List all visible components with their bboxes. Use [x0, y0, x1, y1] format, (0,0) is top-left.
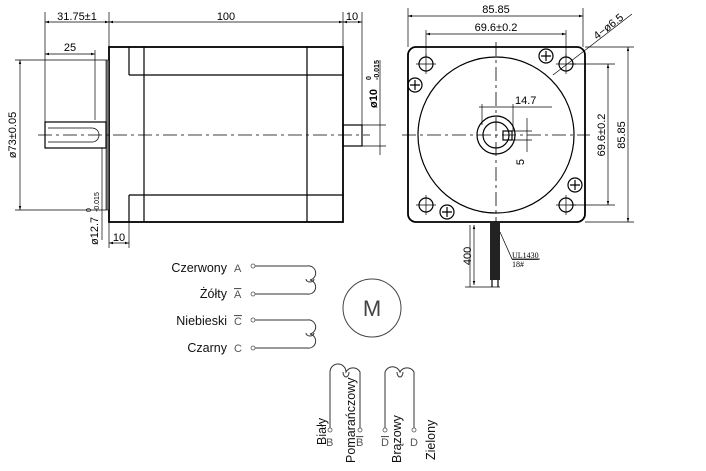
wire-czarny: Czarny C [187, 341, 242, 355]
dim-flange-to-shaft-end: 31.75±1 [57, 11, 97, 23]
terminal-label: C [234, 343, 242, 355]
wire-label: Niebieski [176, 314, 227, 328]
wire-zolty: Żółty A [200, 287, 242, 301]
side-view: 31.75±1 100 10 25 ø73±0.05 ø12.7 0 -0.01… [7, 11, 386, 248]
dim-cable-length: 400 [462, 247, 474, 265]
screws [407, 48, 583, 220]
front-view: 85.85 69.6±0.2 4−ø6.5 14.7 5 69.6±0.2 85… [402, 4, 634, 288]
wiring-diagram: M Czerwony A Żółty A Niebieski C Czarny … [171, 261, 438, 463]
dim-rear-shaft: 10 [346, 11, 358, 23]
terminal-label: D [381, 437, 389, 449]
dim-end-cap: 10 [113, 232, 125, 244]
cable-spec-2: 18# [512, 260, 524, 269]
wire-label: Czarny [187, 341, 227, 355]
wire-niebieski: Niebieski C [176, 314, 242, 328]
dim-pilot-diameter: ø73±0.05 [7, 112, 19, 158]
cable [490, 222, 500, 280]
terminal-label: C [234, 316, 242, 328]
terminal-label: A [234, 289, 242, 301]
wire-zielony: Zielony D [410, 419, 438, 460]
dim-shaft-diameter: ø12.7 [89, 217, 101, 245]
dim-hole-spacing-h: 69.6±0.2 [475, 22, 518, 34]
dim-body-length: 100 [217, 11, 235, 23]
flange-square [407, 46, 586, 223]
wire-bialy: Biały B [315, 417, 333, 449]
dim-holes: 4−ø6.5 [591, 12, 626, 43]
cable-spec-1: UL1430 [512, 251, 539, 260]
wire-pomaranczowy: Pomarańczowy B [344, 377, 363, 463]
rear-shaft [342, 124, 363, 147]
dim-flat: 14.7 [515, 95, 536, 107]
wire-label: Czerwony [171, 261, 227, 275]
dim-shaft-tol-lower: -0.015 [94, 192, 101, 212]
wire-label: Biały [315, 417, 329, 445]
wire-label: Brązowy [390, 414, 404, 463]
dim-key: 5 [515, 159, 527, 165]
wire-brazowy: Brązowy D [381, 414, 404, 463]
terminal-label: A [234, 263, 242, 275]
wire-label: Żółty [200, 287, 228, 301]
terminal-label: B [356, 437, 363, 449]
dim-hole-spacing-v: 69.6±0.2 [596, 114, 608, 157]
dim-key-length: 25 [64, 42, 76, 54]
motor-symbol-label: M [363, 296, 381, 321]
motor-symbol [342, 278, 402, 338]
dim-rear-tol-upper: 0 [366, 76, 373, 80]
wire-czerwony: Czerwony A [171, 261, 242, 275]
dim-flange-width: 85.85 [482, 4, 510, 16]
dim-rear-shaft-diameter: ø10 [368, 89, 380, 108]
wire-label: Pomarańczowy [344, 377, 358, 463]
dim-flange-height: 85.85 [616, 121, 628, 149]
terminal-label: D [410, 437, 418, 449]
dim-rear-tol-lower: -0.015 [374, 60, 381, 80]
dim-shaft-tol-upper: 0 [86, 208, 93, 212]
wire-label: Zielony [424, 419, 438, 460]
terminal-label: B [326, 437, 333, 449]
